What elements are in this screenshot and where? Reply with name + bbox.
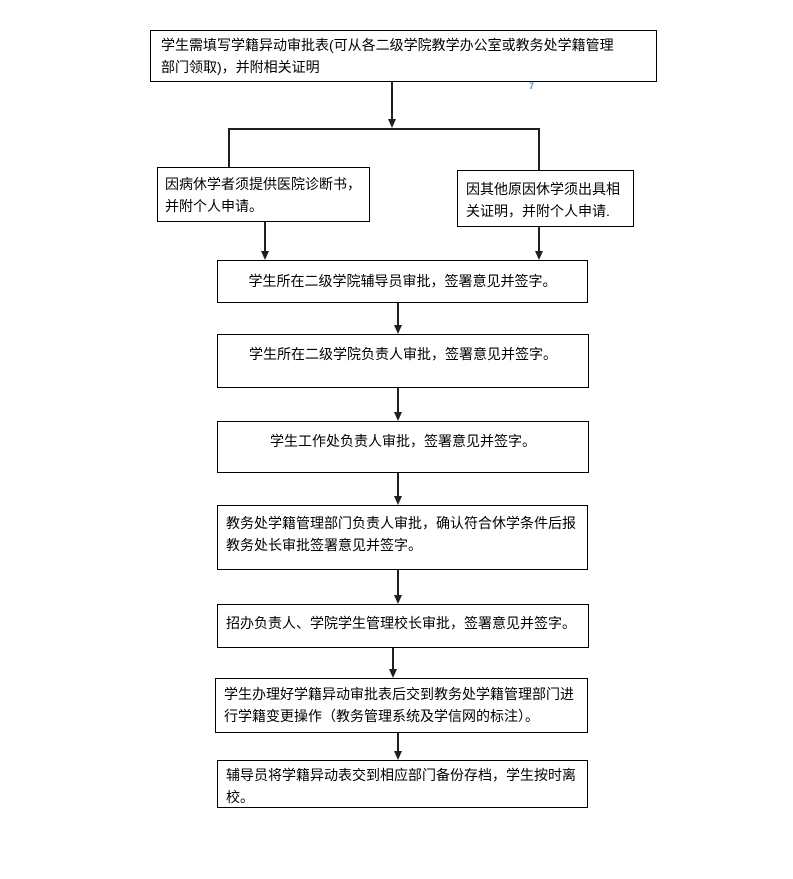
arrow-down-icon bbox=[388, 669, 397, 678]
flow-node-student-affairs-review: 学生工作处负责人审批，签署意见并签字。 bbox=[217, 421, 589, 473]
connector-branch-left-line bbox=[228, 128, 230, 167]
flow-node-status-change: 学生办理好学籍异动审批表后交到教务处学籍管理部门进行学籍变更操作（教务管理系统及… bbox=[215, 678, 588, 733]
flow-node-admissions-review: 招办负责人、学院学生管理校长审批，签署意见并签字。 bbox=[217, 604, 589, 648]
flow-node-label: 因病休学者须提供医院诊断书，并附个人申请。 bbox=[165, 176, 361, 214]
connector-college-head-to-student-affairs-line bbox=[397, 388, 399, 412]
flow-node-registrar-review: 教务处学籍管理部门负责人审批，确认符合休学条件后报教务处长审批签署意见并签字。 bbox=[217, 505, 588, 570]
arrow-down-icon bbox=[393, 595, 402, 604]
stray-annotation-mark: 7 bbox=[529, 81, 535, 91]
connector-start-line bbox=[391, 82, 393, 120]
flow-node-other-leave: 因其他原因休学须出具相关证明，并附个人申请. bbox=[457, 170, 634, 227]
connector-branch-right-line bbox=[538, 128, 540, 170]
arrow-down-icon bbox=[393, 325, 402, 334]
flow-node-archive-and-leave: 辅导员将学籍异动表交到相应部门备份存档，学生按时离校。 bbox=[217, 760, 588, 808]
flow-node-label: 因其他原因休学须出具相关证明，并附个人申请. bbox=[466, 181, 620, 219]
arrow-down-icon bbox=[393, 412, 402, 421]
connector-status-change-to-archive-line bbox=[397, 733, 399, 751]
flow-node-college-head-review: 学生所在二级学院负责人审批，签署意见并签字。 bbox=[217, 334, 589, 388]
flow-node-label: 辅导员将学籍异动表交到相应部门备份存档，学生按时离校。 bbox=[226, 767, 576, 805]
arrow-down-icon bbox=[393, 496, 402, 505]
connector-other-to-counselor-line bbox=[538, 227, 540, 251]
arrow-down-icon bbox=[387, 119, 396, 128]
flow-node-medical-leave: 因病休学者须提供医院诊断书，并附个人申请。 bbox=[157, 167, 370, 222]
connector-counselor-to-college-head-line bbox=[397, 303, 399, 325]
connector-registrar-to-admissions-line bbox=[397, 570, 399, 595]
arrow-down-icon bbox=[393, 751, 402, 760]
flow-node-application-form: 学生需填写学籍异动审批表(可从各二级学院教学办公室或教务处学籍管理部门领取)，并… bbox=[150, 30, 657, 82]
flow-node-label: 学生工作处负责人审批，签署意见并签字。 bbox=[270, 433, 536, 449]
flow-node-label: 招办负责人、学院学生管理校长审批，签署意见并签字。 bbox=[226, 615, 576, 631]
flow-node-label: 学生所在二级学院负责人审批，签署意见并签字。 bbox=[249, 346, 557, 362]
connector-admissions-to-status-change-line bbox=[392, 648, 394, 669]
arrow-down-icon bbox=[534, 251, 543, 260]
connector-medical-to-counselor-line bbox=[264, 222, 266, 251]
flow-node-label: 学生需填写学籍异动审批表(可从各二级学院教学办公室或教务处学籍管理部门领取)，并… bbox=[161, 37, 614, 75]
flow-node-label: 学生所在二级学院辅导员审批，签署意见并签字。 bbox=[248, 273, 557, 289]
flow-node-label: 教务处学籍管理部门负责人审批，确认符合休学条件后报教务处长审批签署意见并签字。 bbox=[226, 515, 576, 553]
connector-student-affairs-to-registrar-line bbox=[397, 473, 399, 496]
connector-branch-horizontal-line bbox=[228, 128, 540, 130]
flow-node-label: 学生办理好学籍异动审批表后交到教务处学籍管理部门进行学籍变更操作（教务管理系统及… bbox=[224, 686, 574, 724]
flow-node-counselor-review: 学生所在二级学院辅导员审批，签署意见并签字。 bbox=[217, 260, 588, 303]
arrow-down-icon bbox=[260, 251, 269, 260]
